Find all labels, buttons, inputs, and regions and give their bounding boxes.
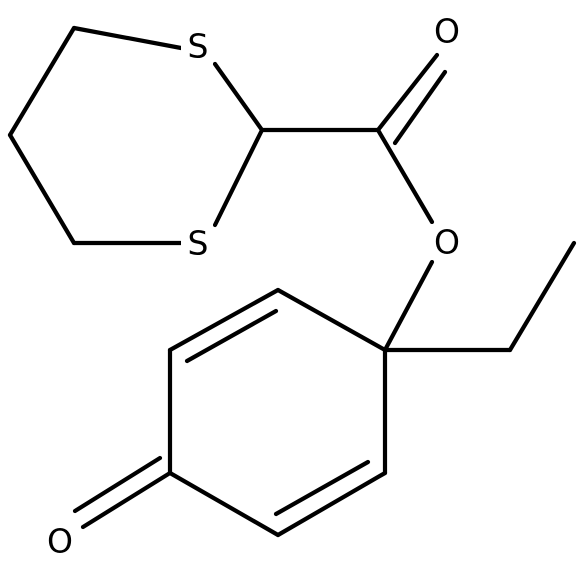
bond-carbonyl-double-b <box>392 69 448 146</box>
bond-c-c-left-top <box>7 25 77 138</box>
atom-label-o-ester: O <box>431 223 467 262</box>
bond-ring-2-inner <box>184 308 279 364</box>
bond-ch2-ch3 <box>507 240 577 353</box>
bond-c-s1 <box>71 25 184 51</box>
sulfur-label-bottom: S <box>188 224 209 263</box>
atom-label-o-carbonyl: O <box>434 12 460 51</box>
oxygen-label-ester: O <box>434 223 460 262</box>
ketone-group <box>72 455 173 530</box>
bond-ring-1 <box>275 287 388 353</box>
bond-ring-4 <box>167 470 281 538</box>
cyclohexadienone-ring <box>167 287 388 538</box>
bond-ring-5 <box>275 470 388 538</box>
bond-ring-2 <box>167 287 281 353</box>
oxygen-label-carbonyl: O <box>434 12 460 51</box>
atom-label-s2: S <box>181 224 213 263</box>
dithiane-ring <box>7 25 265 246</box>
bond-c-c-left-bottom <box>7 132 77 246</box>
oxygen-label-ketone: O <box>47 522 73 561</box>
bond-ketone-b <box>72 455 163 514</box>
bond-carbonyl-double-a <box>375 52 440 133</box>
bond-ketone-a <box>80 470 173 530</box>
ester-group <box>259 52 448 353</box>
bond-s1-c2 <box>212 61 265 133</box>
bond-c2-s2 <box>212 127 265 228</box>
sulfur-label-top: S <box>188 27 209 66</box>
bond-ring-5-inner <box>273 459 371 517</box>
ethyl-group <box>382 240 577 353</box>
atom-label-s1: S <box>181 26 213 66</box>
atom-label-o-ketone: O <box>47 522 73 561</box>
bond-o-quaternary-c <box>382 259 435 353</box>
bond-carbonyl-c-o <box>375 127 435 225</box>
